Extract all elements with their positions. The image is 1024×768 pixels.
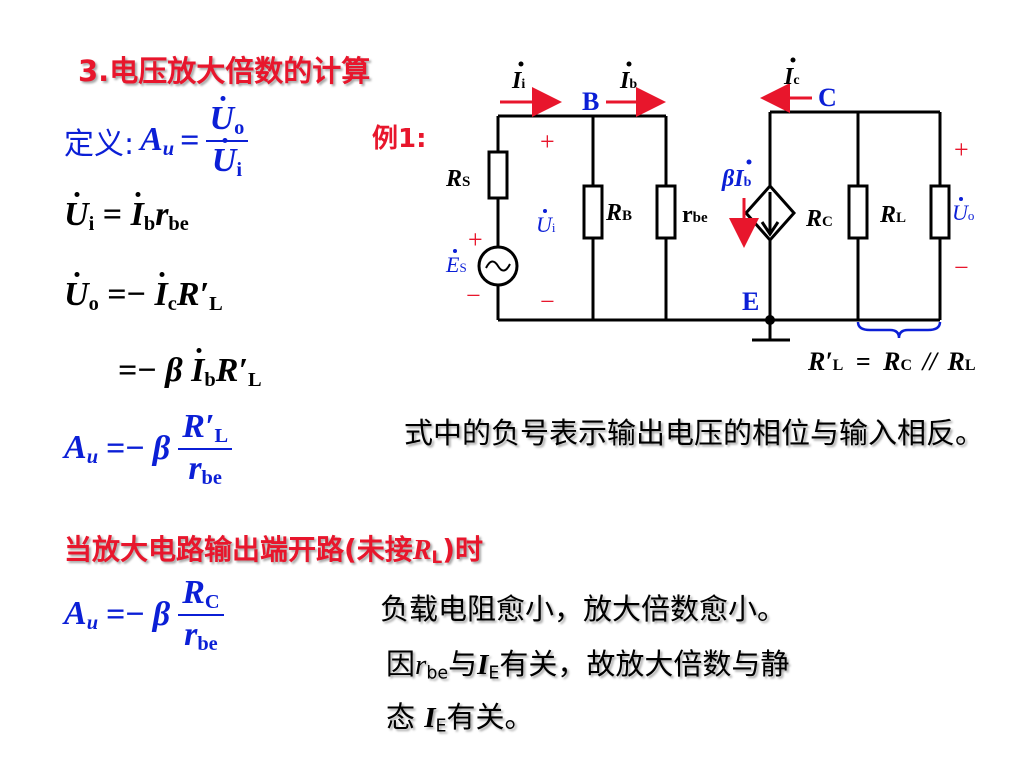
es-minus: − xyxy=(466,281,481,310)
resistor-rbe xyxy=(655,184,677,240)
open-circuit-heading: 当放大电路输出端开路(未接RL)时 xyxy=(64,533,484,568)
ui-minus: − xyxy=(540,287,555,316)
au-symbol: Au xyxy=(140,121,175,161)
rl-label: RL xyxy=(879,202,906,228)
equals-sign: = xyxy=(180,122,200,160)
definition-prefix: 定义: xyxy=(64,127,135,163)
node-e-label: E xyxy=(742,287,759,316)
eq-uo: Uo =− IcR′L xyxy=(64,276,223,316)
definition-formula: 定义: Au = Uo Ui xyxy=(64,100,249,182)
beta-ib-label: βIb xyxy=(721,166,752,192)
eq-ui: Ui = Ibrbe xyxy=(64,196,189,236)
note-rbe: 因rbe与IE有关，故放大倍数与静 态 IE有关。 xyxy=(386,647,790,737)
ui-label: Ui xyxy=(536,212,556,237)
note-load: 负载电阻愈小，放大倍数愈小。 xyxy=(380,592,787,626)
es-label: ES xyxy=(445,252,467,277)
ib-label: Ib xyxy=(619,68,637,94)
uo-plus: + xyxy=(954,135,969,164)
note-negative-sign: 式中的负号表示输出电压的相位与输入相反。 xyxy=(404,416,985,450)
example-label: 例1: xyxy=(372,124,427,154)
resistor-rc xyxy=(847,184,869,240)
node-c-label: C xyxy=(818,83,837,112)
rs-label: RS xyxy=(445,166,470,192)
small-signal-circuit: Ii Ib Ic B C E RS RB rbe RC RL βIb Ui Uo… xyxy=(445,64,976,376)
resistor-rs xyxy=(487,150,509,200)
parallel-brace xyxy=(856,321,942,339)
eq-au-loaded: Au =− β R′L rbe xyxy=(64,408,233,490)
rbe-label: rbe xyxy=(682,202,708,228)
rb-label: RB xyxy=(605,200,632,226)
resistor-rb xyxy=(582,184,604,240)
node-e-dot xyxy=(765,315,775,325)
es-plus: + xyxy=(468,225,483,254)
eq-uo-beta: =− β IbR′L xyxy=(118,352,262,392)
ii-label: Ii xyxy=(511,68,525,94)
rc-label: RC xyxy=(805,206,833,232)
voltage-ratio: Uo Ui xyxy=(205,100,249,182)
uo-minus: − xyxy=(954,253,969,282)
rl-prime-equation: R′L = RC // RL xyxy=(807,347,976,376)
eq-au-open: Au =− β RC rbe xyxy=(64,574,224,656)
page-title: 3.电压放大倍数的计算 xyxy=(78,54,371,88)
ic-label: Ic xyxy=(783,64,800,90)
ui-symbol: U xyxy=(211,142,237,180)
uo-symbol: U xyxy=(209,100,235,137)
uo-label: Uo xyxy=(952,200,974,225)
node-b-label: B xyxy=(582,87,599,116)
resistor-rl xyxy=(929,184,951,240)
ui-plus: + xyxy=(540,127,555,156)
